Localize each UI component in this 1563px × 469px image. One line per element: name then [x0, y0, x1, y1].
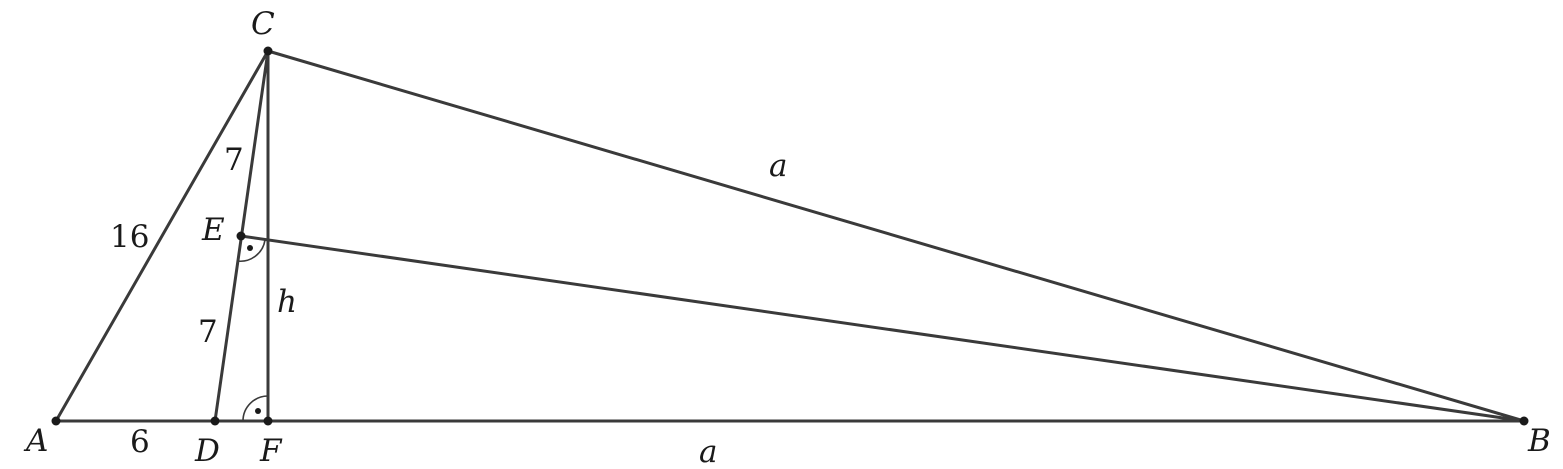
label-db-length: a — [699, 434, 717, 469]
segment-cb — [266, 49, 1526, 423]
point-b — [1519, 416, 1529, 426]
label-ed-length: 7 — [198, 314, 218, 350]
point-c — [263, 46, 273, 56]
label-height-h: h — [277, 284, 297, 320]
right-angle-mark-e — [236, 239, 266, 263]
point-d — [210, 416, 220, 426]
right-angle-dot-f — [255, 408, 261, 414]
point-e — [236, 231, 246, 241]
segment-ac — [54, 49, 270, 423]
point-a — [51, 416, 61, 426]
label-ad-length: 6 — [130, 424, 150, 460]
label-point-b: B — [1527, 423, 1551, 459]
label-ac-length: 16 — [110, 219, 149, 255]
segment-eb — [239, 234, 1526, 423]
right-angle-dot-e — [247, 245, 253, 251]
label-cb-length: a — [769, 148, 787, 184]
label-ce-length: 7 — [224, 142, 244, 178]
label-point-c: C — [251, 6, 275, 42]
point-f — [263, 416, 273, 426]
label-point-d: D — [194, 433, 220, 469]
label-point-e: E — [201, 212, 225, 248]
label-point-f: F — [259, 433, 283, 469]
label-point-a: A — [23, 423, 48, 459]
right-angle-mark-f — [242, 395, 269, 422]
